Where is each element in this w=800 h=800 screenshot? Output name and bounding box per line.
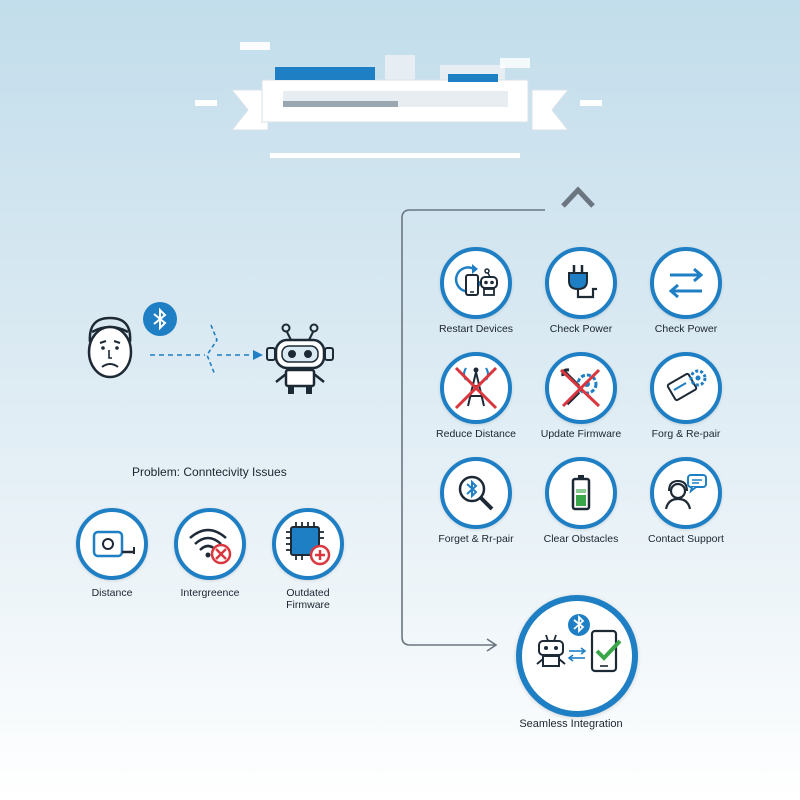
- bluetooth-icon: [153, 307, 167, 331]
- result-seamless-integration: [516, 595, 638, 717]
- swap-arrows-icon: [668, 267, 704, 299]
- solution-label-update-firmware: Update Firmware: [540, 428, 622, 440]
- plug-icon: [568, 265, 597, 299]
- chip-add-icon: [286, 522, 331, 566]
- cause-label-distance: Distance: [91, 587, 133, 599]
- sad-user-icon: [87, 316, 133, 379]
- solution-label-contact-support: Contact Support: [648, 533, 724, 545]
- broken-connection-line: [150, 324, 263, 376]
- solution-check-power: [545, 247, 617, 319]
- tower-crossed-icon: [454, 366, 498, 410]
- cause-distance: [76, 508, 148, 580]
- support-agent-icon: [664, 474, 707, 510]
- result-label: Seamless Integration: [519, 718, 623, 730]
- bluetooth-search-icon: [458, 475, 494, 511]
- problem-title: Problem: Conntecivity Issues: [132, 465, 287, 479]
- solution-label-forg-re-pair: Forg & Re-pair: [651, 428, 721, 440]
- restart-devices-icon: [454, 264, 498, 296]
- cause-label-outdated-firmware: Outdated Firmware: [286, 587, 330, 612]
- solution-label-check-power: Check Power: [549, 323, 613, 335]
- solution-forget-re-pair: [440, 457, 512, 529]
- solution-label-clear-obstacles: Clear Obstacles: [543, 533, 619, 545]
- solution-clear-obstacles: [545, 457, 617, 529]
- cause-label-interference: Intergreence: [180, 587, 240, 599]
- solution-contact-support: [650, 457, 722, 529]
- solution-forg-re-pair: [650, 352, 722, 424]
- solution-reduce-distance: [440, 352, 512, 424]
- wifi-blocked-icon: [189, 528, 232, 565]
- solution-label-restart-devices: Restart Devices: [438, 323, 514, 335]
- cause-interference: [174, 508, 246, 580]
- card-gear-icon: [666, 369, 707, 402]
- solution-label-forget-re-pair: Forget & Rr-pair: [438, 533, 514, 545]
- solution-check-power-2: [650, 247, 722, 319]
- solution-label-reduce-distance: Reduce Distance: [436, 428, 516, 440]
- cause-outdated-firmware: [272, 508, 344, 580]
- tools-crossed-icon: [559, 368, 601, 408]
- solution-label-check-power-2: Check Power: [654, 323, 718, 335]
- bluetooth-badge: [143, 302, 177, 336]
- solution-update-firmware: [545, 352, 617, 424]
- tape-measure-icon: [92, 530, 135, 558]
- header-banner: [195, 42, 602, 158]
- solution-restart-devices: [440, 247, 512, 319]
- robot-icon: [266, 323, 334, 394]
- robot-phone-check-icon: [536, 614, 622, 673]
- battery-icon: [571, 475, 591, 511]
